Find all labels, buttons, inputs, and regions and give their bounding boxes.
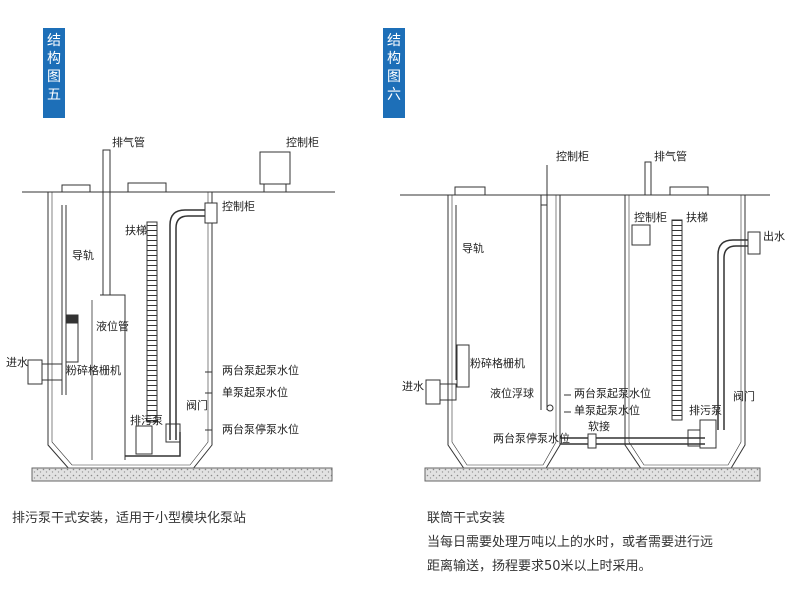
figure6-tag: 结 构 图 六	[383, 28, 405, 118]
control-cabinet-outlet-label: 控制柜	[222, 199, 255, 213]
tag-char: 构	[387, 51, 401, 67]
base-slab	[31, 467, 333, 482]
tag-char: 六	[387, 87, 401, 103]
vent-pipe-label: 排气管	[112, 135, 145, 149]
control-cabinet-inner-label: 控制柜	[634, 210, 667, 224]
two-pump-start-label: 两台泵起泵水位	[574, 386, 651, 400]
vent-pipe	[644, 161, 652, 196]
vent-pipe-label: 排气管	[654, 149, 687, 163]
manhole-cover	[61, 184, 91, 193]
grinder-screen	[456, 344, 470, 388]
ladder-label: 扶梯	[125, 223, 147, 237]
figure6-diagram	[400, 161, 770, 482]
soft-joint-label: 软接	[588, 419, 610, 433]
control-cabinet	[259, 151, 291, 185]
level-float	[546, 404, 554, 412]
manhole-cover	[127, 182, 167, 193]
tag-char: 图	[387, 69, 401, 85]
vent-pipe	[102, 149, 111, 296]
base-slab	[424, 467, 761, 482]
guide-rail-label: 导轨	[462, 241, 484, 255]
tag-char: 结	[47, 33, 61, 49]
caption-line: 联筒干式安装	[427, 511, 506, 526]
tag-char: 图	[47, 69, 61, 85]
tag-char: 构	[47, 51, 61, 67]
control-cabinet-top-label: 控制柜	[556, 149, 589, 163]
level-float-label: 液位浮球	[490, 386, 534, 400]
sewage-pump-label: 排污泵	[689, 403, 722, 417]
valve-label: 阀门	[733, 389, 755, 403]
two-pump-stop-label: 两台泵停泵水位	[222, 422, 299, 436]
caption-line: 当每日需要处理万吨以上的水时，或者需要进行远	[427, 535, 714, 550]
control-cabinet	[631, 224, 651, 246]
figure5-diagram	[22, 149, 335, 482]
outlet-label: 出水	[763, 229, 785, 243]
inlet-label: 进水	[402, 380, 424, 393]
control-cabinet-label: 控制柜	[286, 135, 319, 149]
figure5-caption: 排污泵干式安装，适用于小型模块化泵站	[12, 511, 247, 526]
two-pump-start-label: 两台泵起泵水位	[222, 363, 299, 377]
two-pump-stop-label: 两台泵停泵水位	[493, 431, 570, 445]
grinder-screen-label: 粉碎格栅机	[66, 363, 121, 377]
valve-label: 阀门	[186, 398, 208, 412]
tag-char: 结	[387, 33, 401, 49]
ladder-label: 扶梯	[686, 210, 708, 224]
sewage-pump-label: 排污泵	[130, 413, 163, 427]
grinder-screen	[65, 321, 79, 363]
level-pipe-label: 液位管	[96, 319, 129, 333]
grinder-screen-label: 粉碎格栅机	[470, 356, 525, 370]
ladder	[146, 221, 158, 423]
ladder	[671, 219, 683, 421]
figure6-caption: 联筒干式安装 当每日需要处理万吨以上的水时，或者需要进行远 距离输送，扬程要求5…	[427, 507, 782, 579]
figure5-tag: 结 构 图 五	[43, 28, 65, 118]
caption-line: 距离输送，扬程要求50米以上时采用。	[427, 559, 652, 574]
single-pump-start-label: 单泵起泵水位	[574, 403, 640, 417]
inlet-flange	[27, 359, 43, 385]
sewage-pump	[135, 425, 153, 455]
guide-rail-label: 导轨	[72, 248, 94, 262]
single-pump-start-label: 单泵起泵水位	[222, 385, 288, 399]
tag-char: 五	[47, 87, 61, 103]
inlet-label: 进水	[6, 356, 28, 369]
